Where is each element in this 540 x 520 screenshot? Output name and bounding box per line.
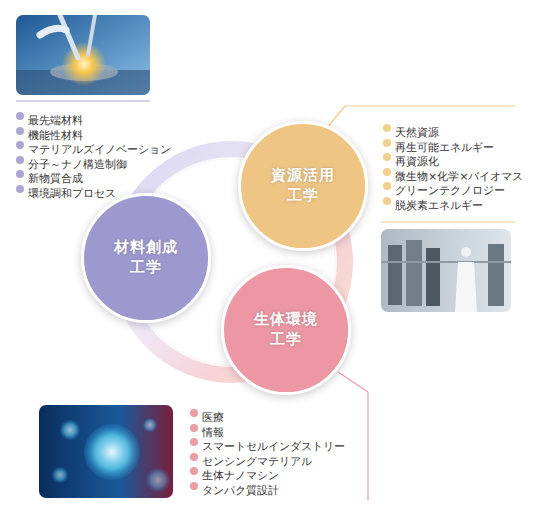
- list-item: 微生物×化学×バイオマス: [383, 165, 523, 179]
- topic-keyword: 医療: [202, 411, 224, 425]
- list-item: グリーンテクノロジー: [383, 179, 505, 193]
- topic-keyword: 最先端材料: [28, 114, 83, 128]
- list-item: 再資源化: [383, 150, 439, 164]
- topic-keyword: 環境調和プロセス: [28, 187, 116, 201]
- cell-photo: [39, 405, 173, 498]
- bullet-dot: [383, 168, 391, 176]
- topic-circle: 資源活用 工学: [238, 121, 368, 251]
- leader-line: [338, 372, 368, 392]
- bullet-dot: [190, 467, 198, 475]
- list-item: センシングマテリアル: [190, 450, 312, 464]
- topic-keyword: マテリアルズイノベーション: [28, 143, 171, 157]
- list-item: 分子～ナノ構造制御: [16, 153, 127, 167]
- topic-title: 生体環境 工学: [248, 310, 323, 349]
- topic-keyword: 再生可能エネルギー: [395, 141, 494, 155]
- bullet-dot: [383, 139, 391, 147]
- bullet-dot: [383, 197, 391, 205]
- list-item: 生体ナノマシン: [190, 464, 279, 478]
- topic-keyword: 脱炭素エネルギー: [395, 199, 483, 213]
- topic-keyword: 微生物×化学×バイオマス: [395, 170, 523, 184]
- topic-keyword: 機能性材料: [28, 129, 83, 143]
- bullet-dot: [383, 124, 391, 132]
- leader-line: [345, 105, 515, 106]
- list-item: マテリアルズイノベーション: [16, 138, 171, 152]
- lab-photo: [16, 15, 150, 95]
- list-item: 天然資源: [383, 121, 439, 135]
- list-item: スマートセルインダストリー: [190, 435, 345, 449]
- bullet-dot: [16, 185, 24, 193]
- bullet-dot: [190, 438, 198, 446]
- bullet-dot: [16, 127, 24, 135]
- topic-keyword: 情報: [202, 426, 224, 440]
- lab-photo: [381, 229, 511, 312]
- list-item: 再生可能エネルギー: [383, 136, 494, 150]
- bullet-dot: [16, 141, 24, 149]
- topic-title: 材料創成 工学: [108, 238, 183, 277]
- bullet-dot: [190, 424, 198, 432]
- bullet-dot: [190, 453, 198, 461]
- bullet-dot: [16, 170, 24, 178]
- topic-keyword: 新物質合成: [28, 172, 83, 186]
- leader-line: [367, 392, 368, 500]
- leader-line: [381, 221, 515, 222]
- list-item: タンパク質設計: [190, 479, 279, 493]
- leader-line: [16, 100, 150, 101]
- list-item: 最先端材料: [16, 109, 83, 123]
- topic-keyword: 分子～ナノ構造制御: [28, 158, 127, 172]
- topic-keyword: スマートセルインダストリー: [202, 440, 345, 454]
- topic-keyword: センシングマテリアル: [202, 455, 312, 469]
- topic-keyword: 生体ナノマシン: [202, 469, 279, 483]
- list-item: 環境調和プロセス: [16, 182, 116, 196]
- list-item: 脱炭素エネルギー: [383, 194, 483, 208]
- list-item: 新物質合成: [16, 167, 83, 181]
- list-item: 情報: [190, 421, 224, 435]
- topic-circle: 生体環境 工学: [221, 265, 351, 395]
- topic-keyword: 天然資源: [395, 126, 439, 140]
- list-item: 医療: [190, 406, 224, 420]
- bullet-dot: [190, 482, 198, 490]
- bullet-dot: [383, 153, 391, 161]
- bullet-dot: [190, 409, 198, 417]
- topic-keyword: グリーンテクノロジー: [395, 184, 505, 198]
- topic-keyword: 再資源化: [395, 155, 439, 169]
- bullet-dot: [16, 156, 24, 164]
- list-item: 機能性材料: [16, 124, 83, 138]
- topic-keyword: タンパク質設計: [202, 484, 279, 498]
- topic-circle: 材料創成 工学: [81, 193, 211, 323]
- topic-title: 資源活用 工学: [265, 166, 340, 205]
- bullet-dot: [383, 182, 391, 190]
- bullet-dot: [16, 112, 24, 120]
